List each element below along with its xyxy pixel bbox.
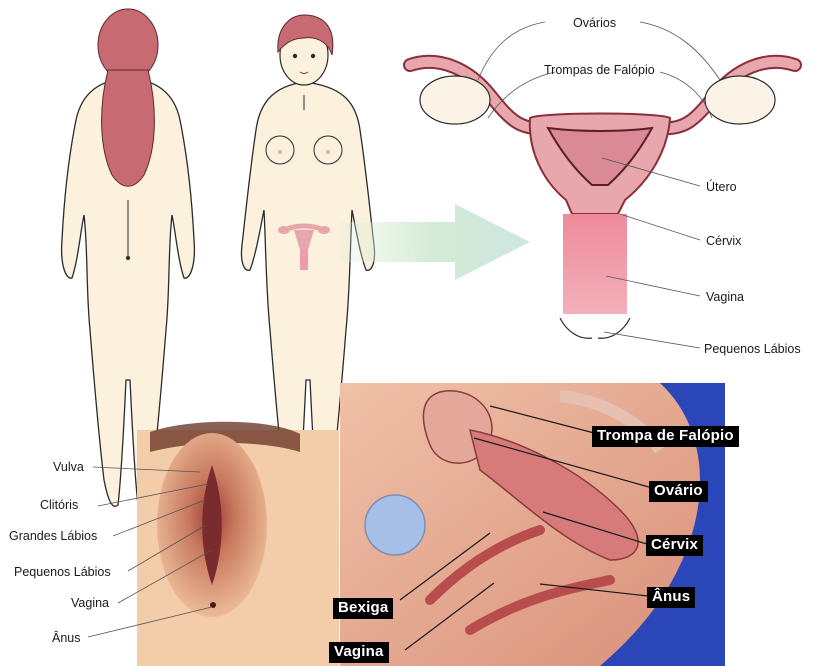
nipple-right: [326, 150, 330, 154]
nipple-left: [278, 150, 282, 154]
label-bladder: Bexiga: [333, 598, 393, 619]
back-mark: [126, 256, 130, 260]
vulva-photo: [137, 422, 339, 666]
eye-left: [293, 54, 297, 58]
eye-right: [311, 54, 315, 58]
label-labia-majora: Grandes Lábios: [9, 529, 97, 543]
ovary-right: [705, 76, 775, 124]
label-cervix: Cérvix: [706, 234, 741, 248]
label-labia-minora: Pequenos Lábios: [704, 342, 801, 356]
label-ovaries: Ovários: [573, 16, 616, 30]
back-hair-ponytail: [102, 70, 155, 186]
label-vulva: Vulva: [53, 460, 84, 474]
label-uterus: Útero: [706, 180, 737, 194]
ovary-left: [420, 76, 490, 124]
label-vagina: Vagina: [706, 290, 744, 304]
labia-minora-drawing: [560, 318, 630, 338]
label-anus: Ânus: [52, 631, 81, 645]
label-ovary: Ovário: [649, 481, 708, 502]
label-cross-anus: Ânus: [647, 587, 695, 608]
label-clitoris: Clitóris: [40, 498, 78, 512]
vagina-canal: [563, 214, 627, 314]
label-fallopian-tube: Trompa de Falópio: [592, 426, 739, 447]
label-vulva-labia-minora: Pequenos Lábios: [14, 565, 111, 579]
label-cross-vagina: Vagina: [329, 642, 389, 663]
label-fallopian-tubes: Trompas de Falópio: [544, 63, 655, 77]
label-cross-cervix: Cérvix: [646, 535, 703, 556]
label-vulva-vagina: Vagina: [71, 596, 109, 610]
